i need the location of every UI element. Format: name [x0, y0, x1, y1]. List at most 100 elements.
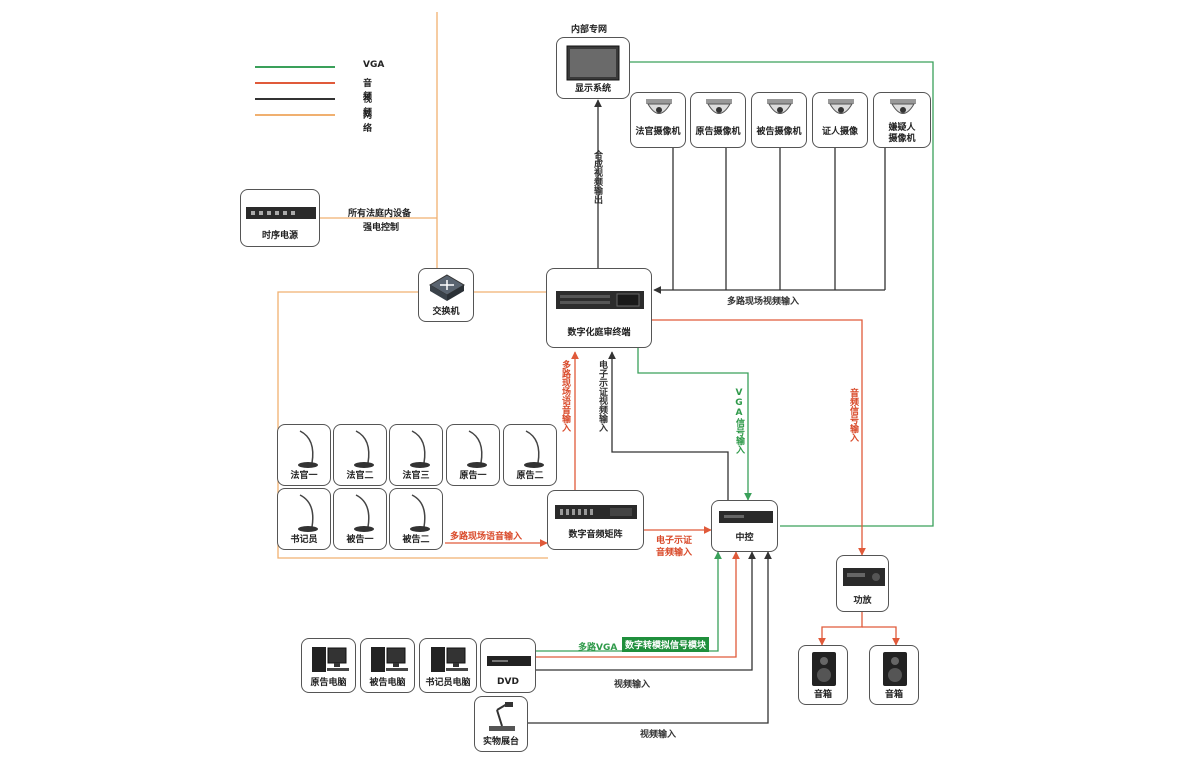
- mic-label: 原告二: [516, 471, 544, 481]
- legend-swatch: [255, 98, 335, 100]
- composite-video-output-label: 合成视频输出: [592, 150, 602, 204]
- mic-judge-3: 法官三: [389, 424, 443, 486]
- camera-defendant: 被告摄像机: [751, 92, 807, 148]
- digital-to-analog-module-label: 数字转模拟信号模块: [622, 637, 710, 652]
- microphone-icon: [354, 494, 374, 532]
- dome-camera-icon: [828, 99, 854, 114]
- camera-judge: 法官摄像机: [630, 92, 686, 148]
- amplifier-label: 功放: [853, 596, 872, 606]
- speaker-right: 音箱: [869, 645, 919, 705]
- speaker-label: 音箱: [884, 690, 903, 700]
- speaker-left: 音箱: [798, 645, 848, 705]
- legend-swatch: [255, 114, 335, 116]
- camera-label: 被告摄像机: [756, 127, 802, 137]
- camera-label: 嫌疑人 摄像机: [888, 123, 916, 144]
- vga-wires: [536, 61, 934, 652]
- mic-defendant-1: 被告一: [333, 488, 387, 550]
- microphone-icon: [410, 430, 430, 468]
- power-note-line2: 强电控制: [363, 223, 400, 233]
- legend-swatch: [255, 82, 335, 84]
- rack-device-icon: [556, 291, 644, 309]
- video-wires: [528, 99, 886, 724]
- dome-camera-icon: [706, 99, 732, 114]
- speaker-label: 音箱: [813, 690, 832, 700]
- dvd-player-icon: [487, 656, 531, 666]
- evidence-video-input-label: 电子示证视频输入: [597, 360, 607, 432]
- power-sequencer-node: 时序电源: [240, 189, 320, 247]
- dome-camera-icon: [890, 99, 916, 114]
- mic-label: 法官二: [346, 471, 374, 481]
- terminal-label: 数字化庭审终端: [567, 328, 631, 338]
- camera-label: 证人摄像: [821, 127, 858, 137]
- pc-label: 被告电脑: [369, 678, 406, 688]
- mic-label: 法官一: [290, 471, 318, 481]
- mic-label: 原告一: [459, 471, 487, 481]
- switch-label: 交换机: [432, 307, 460, 317]
- mic-label: 法官三: [402, 471, 430, 481]
- monitor-icon: [566, 45, 620, 81]
- audio-matrix-label: 数字音频矩阵: [568, 530, 623, 540]
- rack-device-icon: [719, 511, 773, 523]
- legend-label: 视频: [363, 95, 373, 118]
- mic-defendant-2: 被告二: [389, 488, 443, 550]
- camera-label: 法官摄像机: [635, 127, 681, 137]
- dvd-player-node: DVD: [480, 638, 536, 693]
- display-system-node: 显示系统: [556, 37, 630, 99]
- multi-vga-label: 多路VGA: [578, 643, 618, 653]
- document-camera-node: 实物展台: [474, 696, 528, 752]
- evidence-audio-label-line2: 音频输入: [656, 548, 693, 558]
- mic-judge-2: 法官二: [333, 424, 387, 486]
- legend-label: 网络: [363, 111, 373, 134]
- mic-plaintiff-1: 原告一: [446, 424, 500, 486]
- vga-signal-input-label: VGA信号输入: [734, 388, 744, 454]
- central-control-node: 中控: [711, 500, 778, 552]
- switch-icon: [429, 274, 465, 301]
- rack-device-icon: [246, 207, 316, 219]
- multi-voice-input-horizontal-label: 多路现场语音输入: [450, 532, 523, 542]
- mic-label: 书记员: [290, 535, 318, 545]
- pc-label: 原告电脑: [310, 678, 347, 688]
- audio-matrix-node: 数字音频矩阵: [547, 490, 644, 550]
- pc-clerk: 书记员电脑: [419, 638, 477, 693]
- dvd-video-input-label: 视频输入: [614, 680, 651, 690]
- computer-icon: [312, 647, 349, 672]
- dome-camera-icon: [767, 99, 793, 114]
- digital-trial-terminal-node: 数字化庭审终端: [546, 268, 652, 348]
- multi-voice-input-vertical-label: 多路现场语音输入: [560, 360, 570, 432]
- document-camera-icon: [489, 702, 515, 731]
- audio-wires: [445, 319, 900, 658]
- pc-defendant: 被告电脑: [360, 638, 415, 693]
- power-sequencer-label: 时序电源: [261, 231, 298, 241]
- computer-icon: [371, 647, 408, 672]
- mic-clerk: 书记员: [277, 488, 331, 550]
- camera-suspect: 嫌疑人 摄像机: [873, 92, 931, 148]
- evidence-audio-label-line1: 电子示证: [656, 536, 693, 546]
- network-switch-node: 交换机: [418, 268, 474, 322]
- power-note-line1: 所有法庭内设备: [348, 209, 412, 219]
- speaker-icon: [812, 652, 836, 686]
- mic-judge-1: 法官一: [277, 424, 331, 486]
- document-camera-label: 实物展台: [482, 737, 519, 747]
- microphone-icon: [298, 430, 318, 468]
- legend-swatch: [255, 66, 335, 68]
- amplifier-node: 功放: [836, 555, 889, 612]
- camera-witness: 证人摄像: [812, 92, 868, 148]
- pc-label: 书记员电脑: [425, 678, 471, 688]
- document-camera-video-input-label: 视频输入: [640, 730, 677, 740]
- dome-camera-icon: [646, 99, 672, 114]
- audio-signal-input-label: 音频信号输入: [848, 388, 858, 442]
- camera-plaintiff: 原告摄像机: [690, 92, 746, 148]
- mic-plaintiff-2: 原告二: [503, 424, 557, 486]
- dvd-label: DVD: [497, 677, 519, 687]
- mic-label: 被告一: [346, 535, 374, 545]
- speaker-icon: [883, 652, 907, 686]
- microphone-icon: [524, 430, 544, 468]
- mic-label: 被告二: [402, 535, 430, 545]
- amplifier-icon: [843, 568, 885, 586]
- microphone-icon: [467, 430, 487, 468]
- camera-label: 原告摄像机: [695, 127, 741, 137]
- pc-plaintiff: 原告电脑: [301, 638, 356, 693]
- microphone-icon: [410, 494, 430, 532]
- multi-video-input-label: 多路现场视频输入: [727, 297, 800, 307]
